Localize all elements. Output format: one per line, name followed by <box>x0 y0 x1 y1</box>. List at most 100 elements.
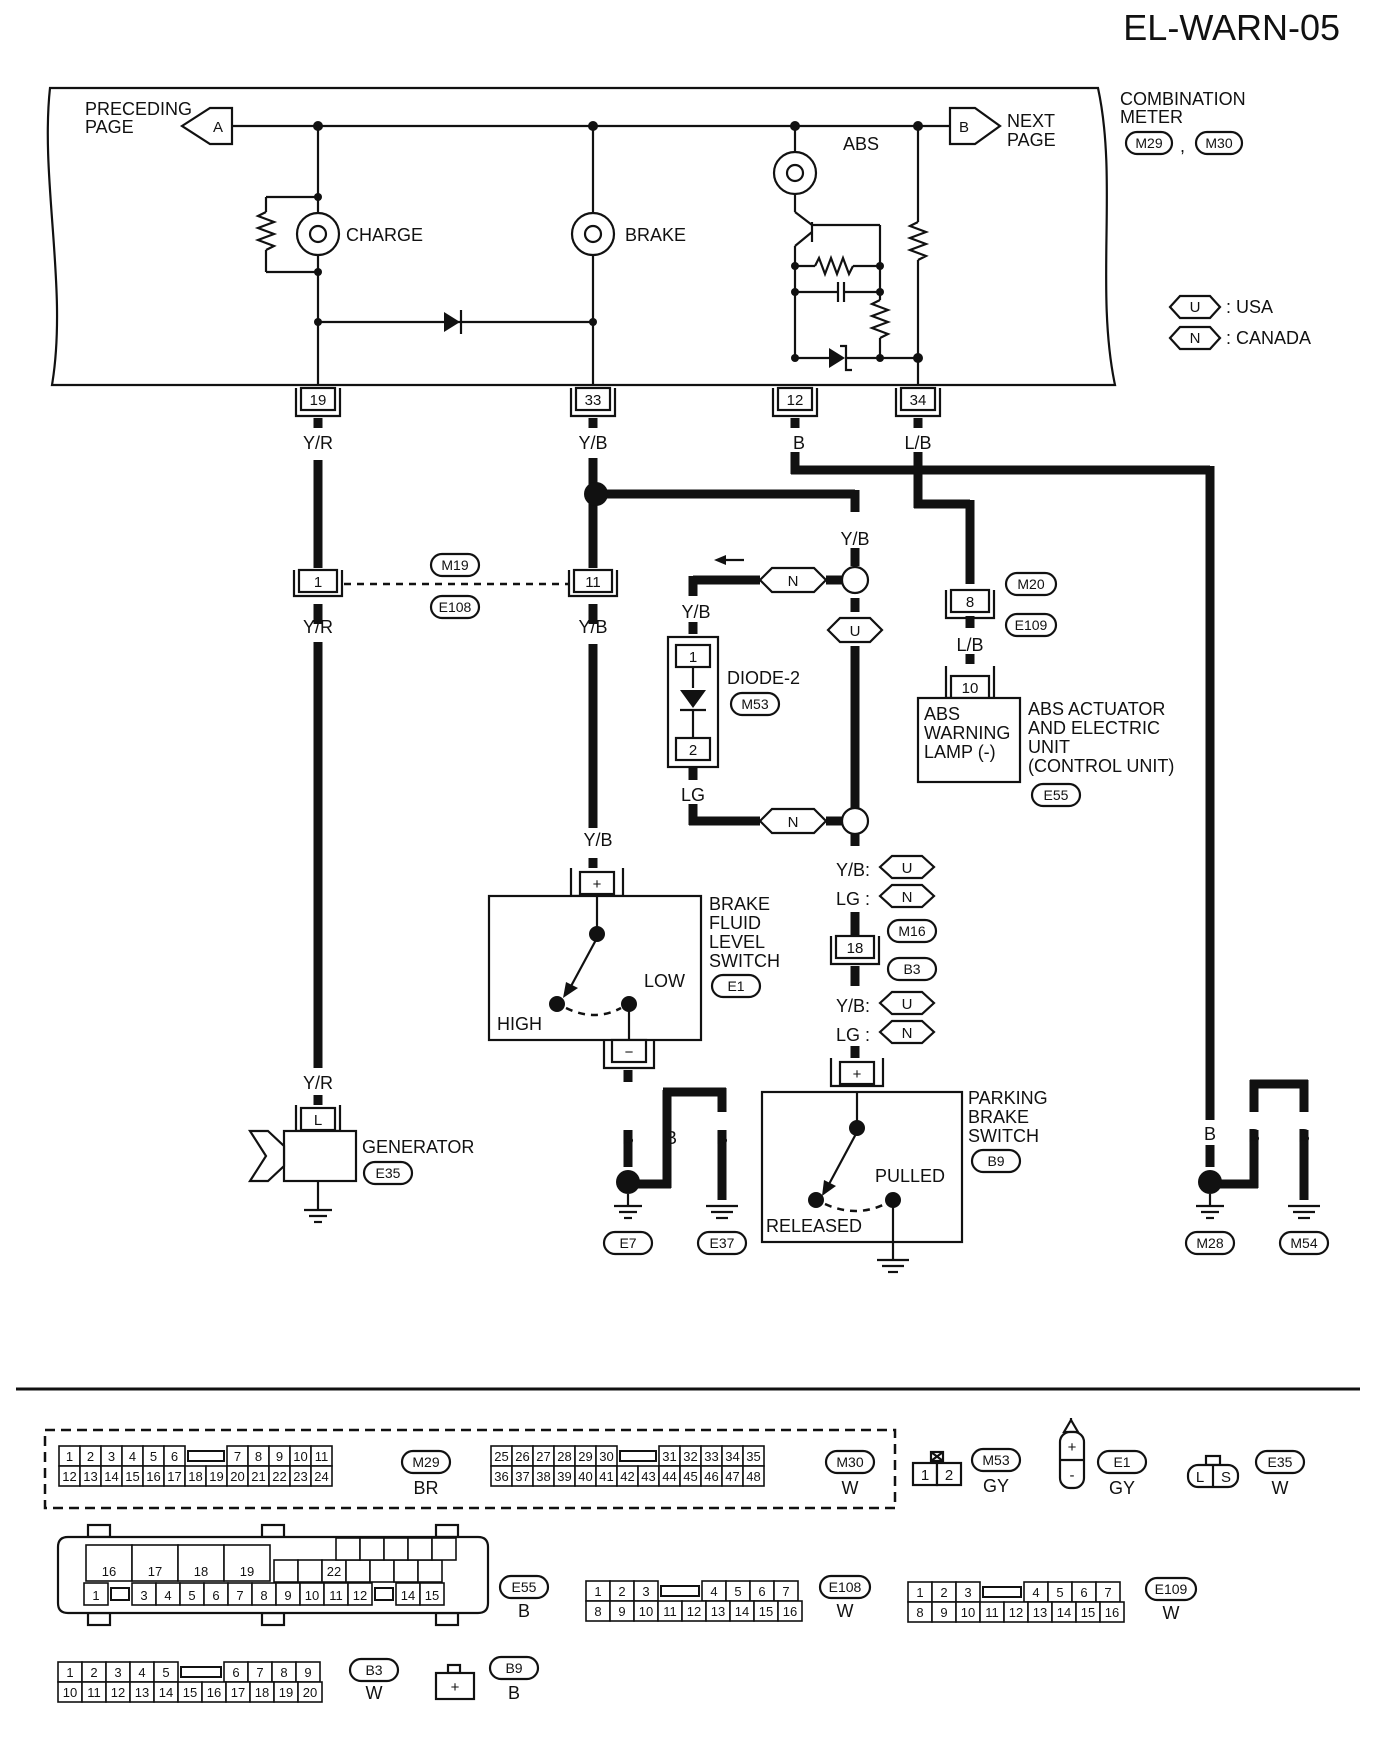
svg-text:B: B <box>959 119 969 136</box>
connector-pin-number: 22 <box>327 1564 341 1579</box>
connector-pin-number: 11 <box>315 1449 329 1464</box>
svg-text:N: N <box>902 889 913 906</box>
svg-text:SWITCH: SWITCH <box>968 1126 1039 1146</box>
svg-text:M28: M28 <box>1196 1235 1223 1251</box>
connector-pin-number: 1 <box>92 1588 99 1603</box>
connector-cavity <box>1099 1601 1125 1623</box>
connector-m16-b3: U N 18 M16 B3 U N <box>829 854 938 1045</box>
connector-pin-number: 13 <box>711 1604 725 1619</box>
ground-m28: M28 <box>1184 1194 1236 1256</box>
svg-text:10: 10 <box>962 680 979 697</box>
connector-pin-number: 14 <box>1057 1605 1071 1620</box>
connector-pin-number: 3 <box>964 1585 971 1600</box>
connector-cavity <box>777 1600 803 1622</box>
connector-pin-number: 6 <box>758 1584 765 1599</box>
svg-text:ABS ACTUATOR: ABS ACTUATOR <box>1028 699 1165 719</box>
svg-text:E55: E55 <box>1044 787 1069 803</box>
connector-pin-number: 4 <box>164 1588 171 1603</box>
svg-text:-: - <box>1070 1467 1075 1484</box>
connector-pin-number: 29 <box>578 1449 592 1464</box>
svg-text:DIODE-2: DIODE-2 <box>727 668 800 688</box>
svg-text:METER: METER <box>1120 107 1183 127</box>
connector-pin-number: 41 <box>599 1469 613 1484</box>
svg-text:B3: B3 <box>903 961 920 977</box>
connector-pin-number: 15 <box>125 1469 139 1484</box>
svg-text:E7: E7 <box>619 1235 636 1251</box>
connector-pin-number: 16 <box>207 1685 221 1700</box>
svg-text:+: + <box>1068 1439 1077 1456</box>
connector-pin-number: 19 <box>279 1685 293 1700</box>
svg-text:FLUID: FLUID <box>709 913 761 933</box>
connector-latch <box>374 1587 394 1601</box>
connector-pin-number: 3 <box>108 1449 115 1464</box>
connector-pin-number: 22 <box>272 1469 286 1484</box>
svg-text:34: 34 <box>910 392 927 409</box>
svg-text:PRECEDING: PRECEDING <box>85 99 192 119</box>
svg-text:B3: B3 <box>365 1662 382 1678</box>
connector-pin-number: 10 <box>639 1604 653 1619</box>
connector-pin-number: 19 <box>240 1564 254 1579</box>
connector-pin-number: 44 <box>662 1469 676 1484</box>
connector-latch <box>187 1450 225 1462</box>
connector-pin-number: 39 <box>557 1469 571 1484</box>
svg-text:: USA: : USA <box>1226 297 1273 317</box>
connector-m19-e108: 1 11 M19 E108 <box>292 552 619 620</box>
connector-pin-number: 7 <box>234 1449 241 1464</box>
svg-text:B: B <box>518 1601 530 1621</box>
connector-pin-number: 2 <box>90 1665 97 1680</box>
svg-text:BRAKE: BRAKE <box>968 1107 1029 1127</box>
svg-text:B: B <box>716 1128 728 1148</box>
svg-text:E1: E1 <box>727 978 744 994</box>
svg-text:33: 33 <box>585 392 602 409</box>
connector-pin-number: 40 <box>578 1469 592 1484</box>
connector-view-m30-label: M30 W <box>824 1449 876 1498</box>
connector-pin-number: 12 <box>111 1685 125 1700</box>
svg-text:+: + <box>451 1679 460 1696</box>
connector-pin-number: 47 <box>725 1469 739 1484</box>
connector-pin-number: 10 <box>63 1685 77 1700</box>
connector-cavity <box>83 1582 109 1606</box>
svg-text:S: S <box>1221 1469 1231 1486</box>
svg-text:M20: M20 <box>1017 576 1044 592</box>
svg-text:E35: E35 <box>376 1165 401 1181</box>
svg-text:LG :: LG : <box>836 889 870 909</box>
connector-cavity <box>347 1582 373 1606</box>
svg-text:COMBINATION: COMBINATION <box>1120 89 1246 109</box>
svg-text:M16: M16 <box>898 923 925 939</box>
connector-pin-number: 10 <box>961 1605 975 1620</box>
svg-text:E35: E35 <box>1268 1454 1293 1470</box>
connector-view-b9: + B9 B <box>434 1655 540 1703</box>
connector-view-e35: L S E35 W <box>1186 1449 1306 1498</box>
option-tag-n-top: N <box>758 566 828 594</box>
preceding-page-arrow: PRECEDING PAGE A <box>85 99 234 146</box>
svg-text:N: N <box>1190 330 1201 347</box>
svg-text:−: − <box>625 1044 634 1061</box>
connector-cavity <box>273 1559 299 1583</box>
svg-text:L/B: L/B <box>956 635 983 655</box>
connector-cavity <box>177 1544 225 1582</box>
connector-pin-number: 5 <box>734 1584 741 1599</box>
page-id: EL-WARN-05 <box>1123 7 1340 48</box>
connector-pin-number: 31 <box>662 1449 676 1464</box>
connector-pin-number: 2 <box>618 1584 625 1599</box>
svg-text:M19: M19 <box>441 557 468 573</box>
connector-cavity <box>310 1465 333 1487</box>
connector-pin-number: 3 <box>140 1588 147 1603</box>
svg-text:2: 2 <box>945 1467 953 1484</box>
connector-pin-number: 9 <box>304 1665 311 1680</box>
connector-pin-number: 20 <box>303 1685 317 1700</box>
connector-pin-number: 15 <box>1081 1605 1095 1620</box>
connector-pin-number: 19 <box>209 1469 223 1484</box>
svg-text:,: , <box>1180 136 1185 156</box>
connector-pin-number: 8 <box>280 1665 287 1680</box>
connector-cavity <box>431 1537 457 1561</box>
connector-pin-number: 14 <box>104 1469 118 1484</box>
svg-text:11: 11 <box>585 574 601 591</box>
connector-pin-number: 16 <box>146 1469 160 1484</box>
connector-pin-number: 13 <box>1033 1605 1047 1620</box>
connector-pin-number: 5 <box>162 1665 169 1680</box>
svg-text:Y/B: Y/B <box>681 602 710 622</box>
svg-text:PAGE: PAGE <box>1007 130 1056 150</box>
